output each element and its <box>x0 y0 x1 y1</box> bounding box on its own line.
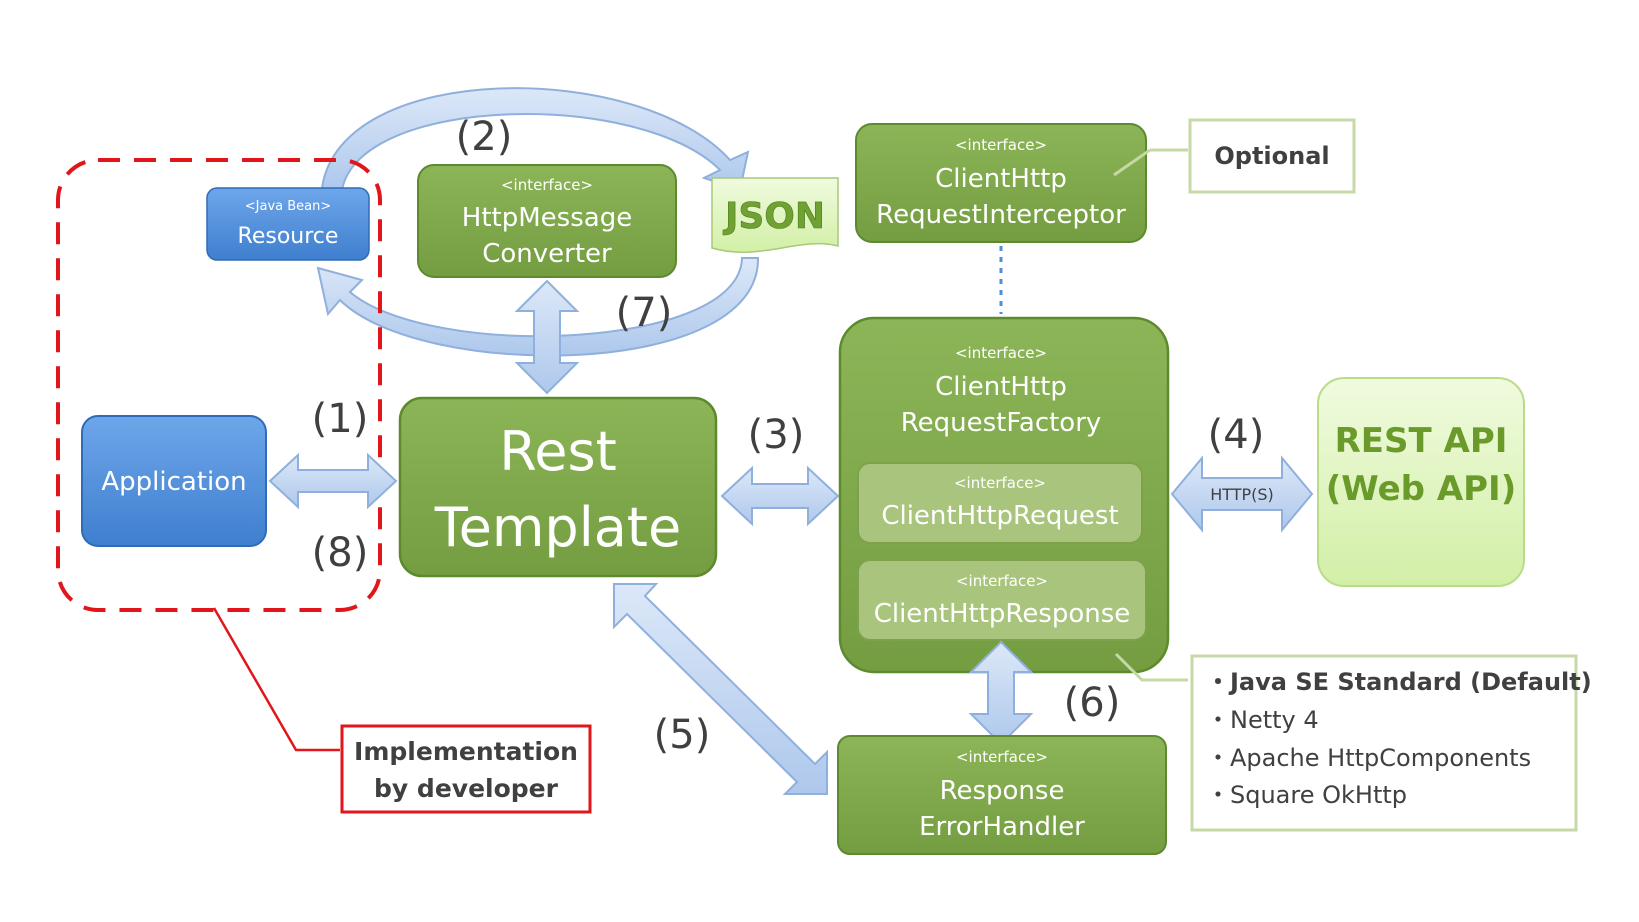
client-response-box: <interface> ClientHttpResponse <box>857 559 1147 641</box>
rest-api-line2: (Web API) <box>1326 469 1517 509</box>
arrow-template-errorhandler <box>613 583 828 795</box>
impl-list-item-3: ・Square OkHttp <box>1206 781 1407 809</box>
developer-region <box>56 158 382 612</box>
http-message-converter-box: <interface> HttpMessage Converter <box>417 164 677 278</box>
curved-arrow-deserialize <box>316 257 760 357</box>
resource-box: <Java Bean> Resource <box>206 187 370 261</box>
converter-line1: HttpMessage <box>462 203 632 233</box>
rest-template-line2: Template <box>434 496 681 559</box>
converter-line2: Converter <box>482 239 612 269</box>
rest-template-box: Rest Template <box>398 396 718 578</box>
rest-api-box: REST API (Web API) <box>1317 377 1525 587</box>
arrow-application-template <box>268 452 398 510</box>
interceptor-line1: ClientHttp <box>935 164 1067 194</box>
impl-note-line2: by developer <box>374 774 559 803</box>
client-request-title: ClientHttpRequest <box>881 501 1118 531</box>
error-handler-box: <interface> Response ErrorHandler <box>837 735 1167 855</box>
interceptor-line2: RequestInterceptor <box>876 200 1126 230</box>
step-3-label: (3) <box>748 412 805 458</box>
error-handler-line2: ErrorHandler <box>919 812 1085 842</box>
client-request-stereotype: <interface> <box>954 474 1046 492</box>
impl-list-item-2: ・Apache HttpComponents <box>1206 744 1531 772</box>
step-1-label: (1) <box>312 396 369 442</box>
optional-callout-line <box>1113 148 1151 177</box>
rest-template-line1: Rest <box>499 420 617 483</box>
factory-line1: ClientHttp <box>935 372 1067 402</box>
step-2-label: (2) <box>456 114 513 160</box>
json-document: JSON <box>711 177 839 253</box>
factory-line2: RequestFactory <box>901 408 1102 438</box>
interceptor-stereotype: <interface> <box>955 136 1047 154</box>
arrow-factory-restapi <box>1170 455 1314 533</box>
optional-label: Optional <box>1214 142 1329 170</box>
arrow-template-factory <box>720 465 840 527</box>
interceptor-box: <interface> ClientHttp RequestIntercepto… <box>855 123 1147 243</box>
step-6-label: (6) <box>1064 680 1121 726</box>
error-handler-line1: Response <box>940 776 1065 806</box>
factory-stereotype: <interface> <box>955 344 1047 362</box>
client-request-box: <interface> ClientHttpRequest <box>857 462 1143 544</box>
step-7-label: (7) <box>616 290 673 336</box>
impl-list-callout <box>1114 652 1188 682</box>
json-label: JSON <box>722 196 825 237</box>
impl-note-line1: Implementation <box>354 737 578 766</box>
error-handler-stereotype: <interface> <box>956 748 1048 766</box>
resource-stereotype: <Java Bean> <box>245 199 332 214</box>
rest-api-line1: REST API <box>1335 421 1508 461</box>
arrow-converter-template <box>514 279 580 395</box>
step-8-label: (8) <box>312 530 369 576</box>
application-box: Application <box>81 415 267 547</box>
resource-title: Resource <box>238 224 339 249</box>
http-label: HTTP(S) <box>1210 485 1274 504</box>
impl-list-item-1: ・Netty 4 <box>1206 706 1319 734</box>
converter-stereotype: <interface> <box>501 176 593 194</box>
impl-list-note: ・Java SE Standard (Default) ・Netty 4 ・Ap… <box>1190 654 1592 832</box>
step-5-label: (5) <box>654 712 711 758</box>
impl-note-leader <box>212 607 340 752</box>
step-4-label: (4) <box>1208 412 1265 458</box>
impl-note: Implementation by developer <box>340 724 592 814</box>
client-response-title: ClientHttpResponse <box>874 599 1131 629</box>
optional-note: Optional <box>1188 118 1356 194</box>
application-label: Application <box>101 467 246 497</box>
client-response-stereotype: <interface> <box>956 572 1048 590</box>
impl-list-item-0: ・Java SE Standard (Default) <box>1206 668 1592 696</box>
